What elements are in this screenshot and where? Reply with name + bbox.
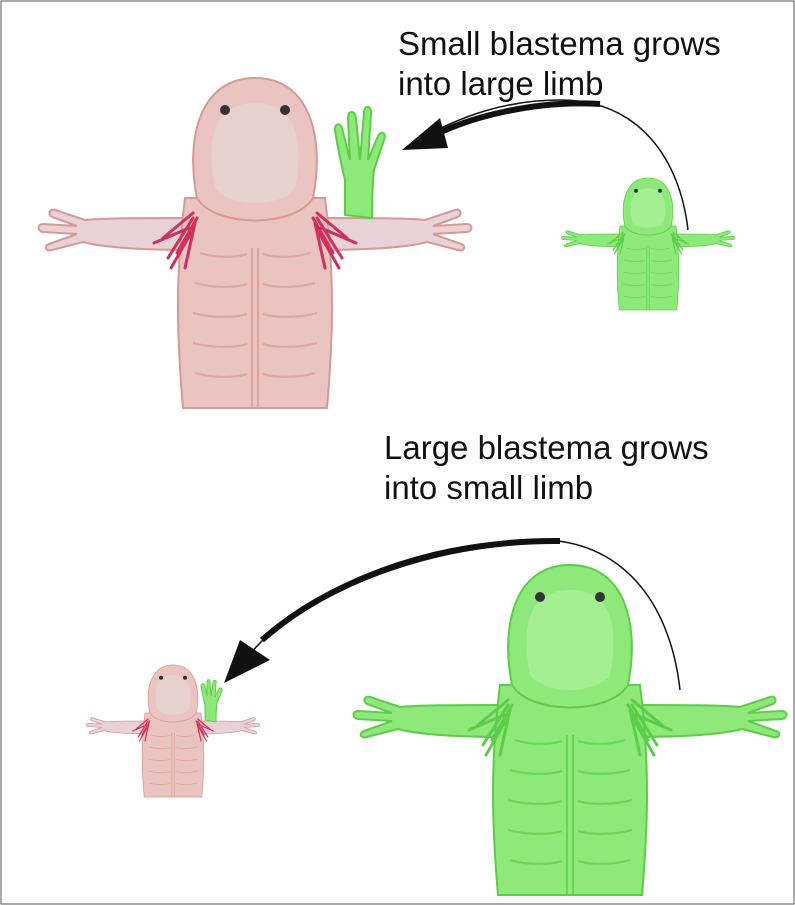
large-axolotl-green	[354, 565, 787, 895]
arrow-small-to-large-head	[402, 118, 448, 150]
caption-bottom-line2: into small limb	[384, 468, 709, 508]
small-axolotl-green	[561, 178, 734, 310]
caption-top-line1: Small blastema grows	[398, 24, 721, 64]
regenerated-large-limb-green	[335, 107, 385, 218]
regenerated-small-limb-green	[201, 680, 222, 722]
caption-top-line2: into large limb	[398, 64, 721, 104]
arrow-large-to-small-head	[224, 640, 270, 683]
small-axolotl-pink	[86, 665, 259, 797]
caption-bottom: Large blastema grows into small limb	[384, 428, 709, 508]
large-axolotl-pink	[39, 78, 472, 408]
caption-top: Small blastema grows into large limb	[398, 24, 721, 104]
caption-bottom-line1: Large blastema grows	[384, 428, 709, 468]
arrow-small-to-large-shaft	[425, 103, 600, 140]
